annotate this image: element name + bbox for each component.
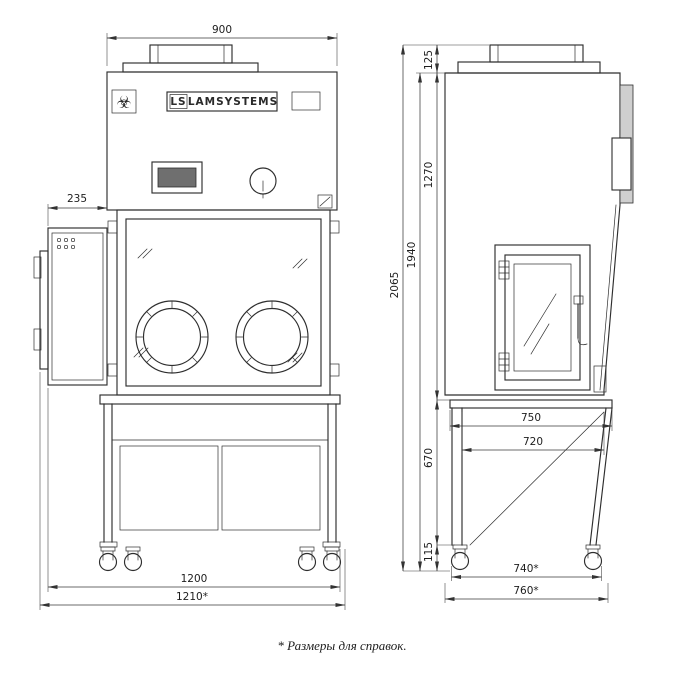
pressure-gauge: [249, 167, 277, 199]
support-stand-side: [449, 399, 613, 571]
work-chamber: [107, 209, 340, 396]
dim-chamber-height: 1270: [423, 72, 452, 401]
dim-label-740: 740*: [513, 563, 538, 575]
side-view: 750 720 740* 760* 2065 1940: [389, 44, 634, 603]
dim-label-1210: 1210*: [176, 591, 208, 603]
window-hinge-bottom: [498, 352, 510, 372]
dim-label-1270: 1270: [423, 162, 435, 189]
dim-duct-height: 125: [423, 44, 439, 74]
window-handle: [573, 295, 588, 346]
biohazard-icon: ☣: [116, 93, 131, 113]
glass-reflection-marks: [133, 248, 308, 363]
glove-port-right: [235, 300, 309, 374]
vent-holes: [56, 237, 76, 250]
dim-caster-height: 115: [423, 542, 439, 572]
exhaust-duct-side: [457, 44, 601, 74]
caster-wheel: [297, 546, 317, 572]
dim-wheel-span-ref: 740*: [451, 563, 602, 581]
caster-wheel: [450, 544, 470, 571]
caster-wheel: [322, 546, 342, 572]
caster-wheel: [123, 546, 143, 572]
dim-label-900: 900: [212, 24, 232, 36]
dim-label-125: 125: [423, 50, 435, 70]
support-stand-front: [98, 394, 342, 572]
label-plate: [291, 91, 321, 111]
dim-base-width-ref: 1210*: [39, 372, 346, 610]
dim-label-750: 750: [521, 412, 541, 424]
brand-plate: LS LAMSYSTEMS: [166, 91, 278, 112]
dim-base-depth-ref: 760*: [444, 583, 609, 603]
dim-label-115: 115: [423, 542, 435, 562]
reference-note: * Размеры для справок.: [277, 638, 406, 653]
dim-front-top-width: 900: [106, 24, 338, 66]
dim-total-height: 2065: [389, 44, 489, 572]
brand-ls: LS: [170, 96, 186, 108]
sash-bottom-rail: [593, 365, 607, 393]
dim-body-height: 1940: [406, 72, 445, 572]
dim-side-depth: 235: [47, 193, 108, 226]
window-hinge-top: [498, 260, 510, 280]
control-panel-side: [611, 137, 632, 191]
dim-label-720: 720: [523, 436, 543, 448]
display-panel: [151, 161, 203, 194]
front-view: 900 ☣ LS LAMSYSTEMS: [33, 24, 346, 610]
hinge-tab-top: [33, 256, 42, 279]
glove-port-left: [135, 300, 209, 374]
dim-label-1940: 1940: [406, 242, 418, 269]
dim-depth-top: 750: [449, 410, 613, 431]
dim-base-width: 1200: [47, 388, 341, 592]
dim-label-760: 760*: [513, 585, 538, 597]
dim-label-1200: 1200: [181, 573, 208, 585]
exhaust-duct: [122, 44, 259, 73]
side-window: [494, 244, 591, 391]
cabinet-upper-body: ☣ LS LAMSYSTEMS: [106, 71, 338, 211]
side-transfer-hatch: 235: [33, 193, 108, 386]
latch-icon: [317, 194, 333, 209]
dim-depth-inner: 720: [461, 412, 605, 455]
caster-wheel: [583, 544, 603, 571]
brand-name: LAMSYSTEMS: [188, 96, 278, 108]
dim-label-670: 670: [423, 448, 435, 468]
hinge-tab-bottom: [33, 328, 42, 351]
dim-label-2065: 2065: [389, 272, 401, 299]
cabinet-side-body: [444, 72, 634, 396]
dim-label-235: 235: [67, 193, 87, 205]
caster-wheel: [98, 546, 118, 572]
dim-stand-height: 670: [423, 399, 455, 546]
